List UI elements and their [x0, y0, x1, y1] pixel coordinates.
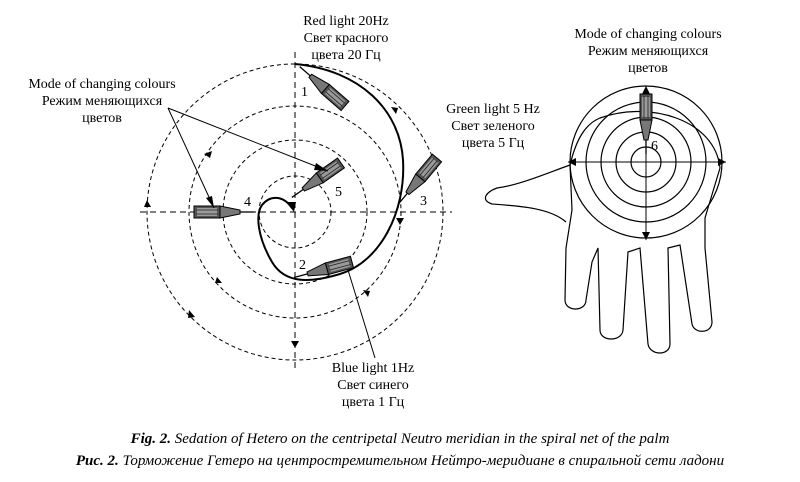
label-red-en: Red light 20Hz — [303, 14, 389, 29]
spiral-path — [257, 63, 405, 281]
caption-russian-text: Торможение Гетеро на центростремительном… — [122, 453, 725, 469]
label-red-ru1: Свет красного — [303, 31, 389, 46]
mode-left-leader-arrows — [206, 163, 328, 208]
point-4: 4 — [244, 195, 251, 210]
palm-arrow-bottom — [642, 232, 650, 240]
point-5: 5 — [335, 185, 342, 200]
label-red-ru2: цвета 20 Гц — [311, 48, 381, 63]
point-6: 6 — [651, 139, 658, 154]
label-mode-left-ru1: Режим меняющихся — [41, 94, 163, 109]
point-3: 3 — [420, 194, 427, 209]
probe-3-green — [393, 153, 443, 209]
point-2: 2 — [299, 258, 306, 273]
label-green-light: Green light 5 Hz Свет зеленого цвета 5 Г… — [418, 101, 568, 152]
caption-english: Fig. 2. Sedation of Hetero on the centri… — [0, 430, 800, 449]
palm-arrow-left — [568, 158, 576, 166]
label-blue-light: Blue light 1Hz Свет синего цвета 1 Гц — [306, 360, 440, 411]
label-mode-left: Mode of changing colours Режим меняющихс… — [4, 76, 200, 127]
arrow-outer-top-right — [391, 107, 398, 114]
label-blue-ru2: цвета 1 Гц — [341, 395, 405, 410]
label-green-en: Green light 5 Hz — [446, 102, 540, 117]
leader-arrow-4 — [206, 196, 214, 208]
palm-arrow-top — [642, 86, 650, 94]
leader-arrow-5 — [314, 163, 328, 171]
label-blue-en: Blue light 1Hz — [331, 361, 415, 376]
palm-arrow-right — [718, 158, 726, 166]
label-mode-right-en: Mode of changing colours — [574, 27, 722, 42]
label-mode-right: Mode of changing colours Режим меняющихс… — [548, 26, 748, 77]
caption-russian-prefix: Рис. 2. — [75, 453, 119, 469]
spiral-end-arrow — [286, 202, 296, 212]
label-green-ru1: Свет зеленого — [451, 119, 535, 134]
caption-english-prefix: Fig. 2. — [130, 431, 172, 447]
label-mode-left-ru2: цветов — [82, 111, 122, 126]
left-axes — [140, 52, 452, 368]
leader-to-probe-4 — [167, 107, 215, 209]
arrow-outer-left — [144, 200, 151, 207]
caption-english-text: Sedation of Hetero on the centripetal Ne… — [174, 431, 670, 447]
arrow-middle-right — [396, 218, 404, 225]
leader-to-probe-5 — [167, 107, 329, 172]
arrow-middle-left — [204, 151, 212, 158]
label-blue-ru1: Свет синего — [337, 378, 409, 393]
arrow-outer-bottom-left — [188, 310, 195, 318]
point-1: 1 — [301, 85, 308, 100]
caption-russian: Рис. 2. Торможение Гетеро на центрострем… — [0, 452, 800, 471]
circle-direction-arrows — [144, 107, 404, 348]
label-mode-left-en: Mode of changing colours — [28, 77, 176, 92]
arrow-middle-bottom-right — [363, 290, 370, 297]
palm-axis-arrows — [568, 86, 726, 240]
mode-left-leaders — [167, 107, 329, 209]
label-red-light: Red light 20Hz Свет красного цвета 20 Гц — [272, 13, 420, 64]
arrow-middle-bottom-left — [215, 277, 222, 283]
blue-leader — [347, 269, 376, 359]
label-mode-right-ru2: цветов — [628, 61, 668, 76]
label-green-ru2: цвета 5 Гц — [461, 136, 525, 151]
label-mode-right-ru1: Режим меняющихся — [587, 44, 709, 59]
